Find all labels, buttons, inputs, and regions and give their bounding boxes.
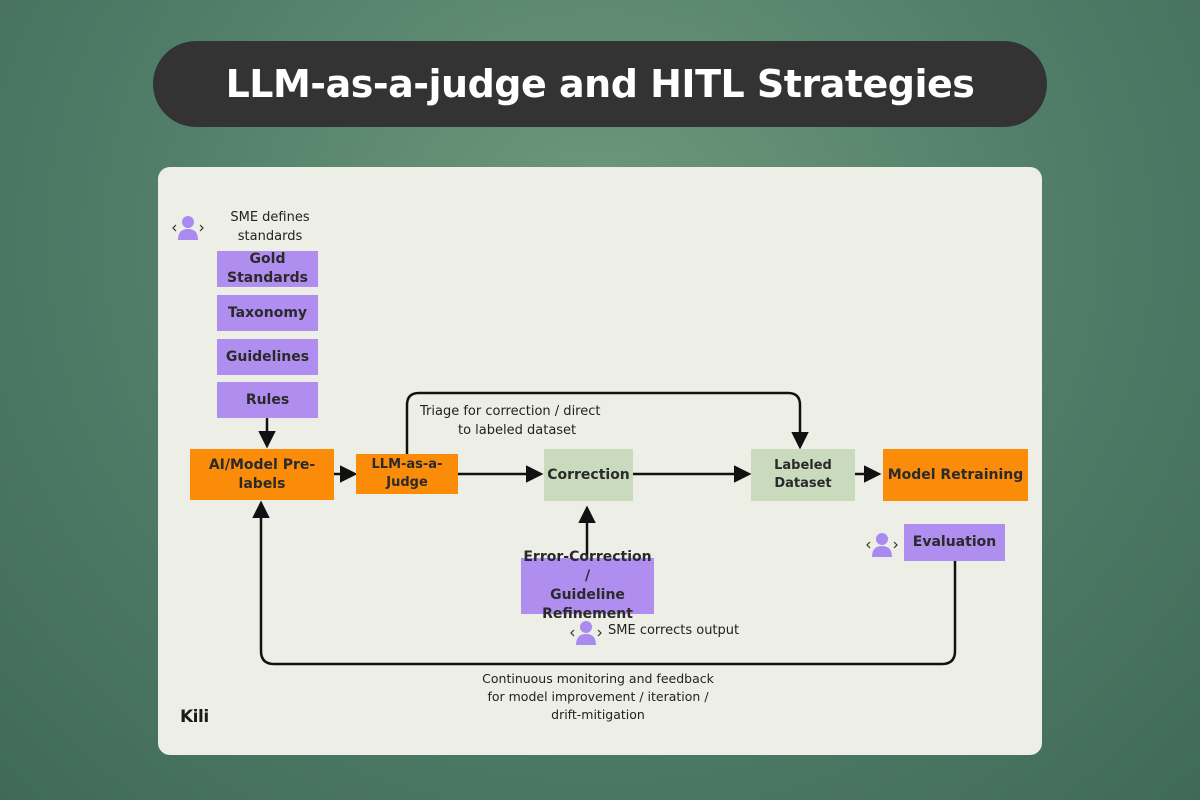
arrow-triage-loop — [405, 391, 809, 456]
feedback-label: Continuous monitoring and feedback for m… — [453, 670, 743, 724]
triage-label: Triage for correction / direct to labele… — [420, 403, 660, 441]
feedback-line: for model improvement / iteration / — [487, 689, 709, 705]
sme-standards-caption: SME defines standards — [210, 209, 330, 247]
kili-logo: Kili — [180, 707, 209, 727]
taxonomy-box: Taxonomy — [217, 295, 318, 331]
page-title: LLM-as-a-judge and HITL Strategies — [153, 41, 1047, 127]
model-retraining-box: Model Retraining — [883, 449, 1028, 501]
feedback-line: Continuous monitoring and feedback — [482, 671, 714, 686]
error-line: Error-Correction / — [523, 549, 652, 585]
triage-line: to labeled dataset — [458, 422, 577, 438]
person-icon — [570, 621, 602, 645]
rules-box: Rules — [217, 382, 318, 418]
correction-box: Correction — [544, 449, 633, 501]
caption-line: standards — [237, 228, 303, 244]
diagram-panel: SME defines standards Gold Standards Tax… — [158, 167, 1042, 755]
caption-line: SME defines — [230, 210, 310, 225]
ai-prelabels-box: AI/Model Pre-labels — [190, 449, 334, 500]
arrow-feedback-loop — [252, 500, 957, 666]
feedback-line: drift-mitigation — [551, 707, 645, 723]
error-correction-box: Error-Correction / Guideline Refinement — [521, 549, 654, 622]
gold-standards-box: Gold Standards — [217, 251, 318, 287]
sme-corrects-label: SME corrects output — [608, 623, 740, 638]
labeled-dataset-box: Labeled Dataset — [751, 449, 855, 501]
llm-judge-box: LLM-as-a-Judge — [356, 454, 458, 494]
triage-line: Triage for correction / direct — [420, 404, 601, 419]
connector-arrows — [252, 391, 957, 666]
evaluation-box: Evaluation — [904, 524, 1005, 561]
guidelines-box: Guidelines — [217, 339, 318, 375]
person-icon — [172, 216, 204, 240]
error-line: Guideline Refinement — [542, 587, 633, 622]
person-icon — [866, 533, 898, 557]
